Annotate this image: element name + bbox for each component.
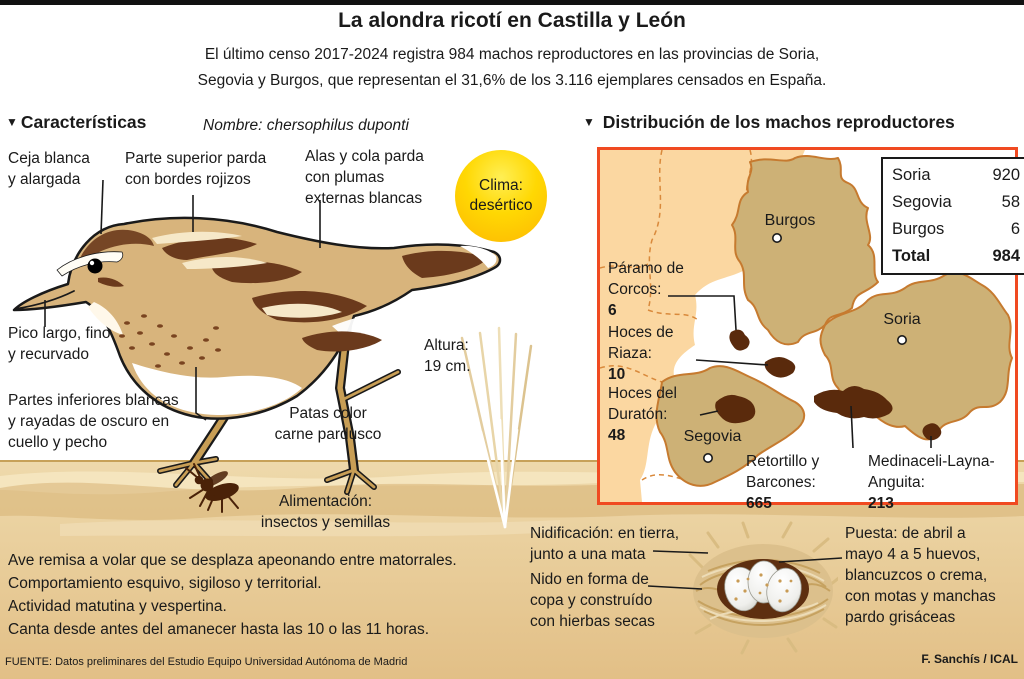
province-segovia — [655, 365, 806, 487]
insect-icon — [185, 463, 239, 513]
city-markers — [703, 233, 907, 463]
intro-line-2: Segovia y Burgos, que representan el 31,… — [197, 72, 827, 89]
label-pico: Pico largo, fino y recurvado — [8, 325, 111, 363]
colony-medinaceli: Medinaceli-Layna- Anguita: 213 — [868, 453, 995, 512]
section-distribucion: ▼ Distribución de los machos reproductor… — [583, 112, 955, 132]
bird-highlights — [152, 231, 342, 318]
source-credit: FUENTE: Datos preliminares del Estudio E… — [5, 656, 408, 668]
bird-belly — [132, 363, 302, 415]
province-burgos — [731, 155, 879, 346]
label-altura: Altura: 19 cm. — [424, 337, 471, 375]
soria-marker — [896, 335, 907, 346]
bird-speckles — [119, 314, 221, 368]
scientific-name: Nombre: chersophilus duponti — [203, 117, 409, 134]
colony-retortillo: Retortillo y Barcones: 665 — [746, 453, 820, 512]
bird-eye — [87, 258, 103, 274]
section-marker-icon: ▼ — [583, 115, 595, 129]
intro-text: El último censo 2017-2024 registra 984 m… — [0, 42, 1024, 94]
page-title: La alondra ricotí en Castilla y León — [338, 9, 686, 32]
map-pointer-lines — [668, 295, 932, 449]
intro-line-1: El último censo 2017-2024 registra 984 m… — [204, 46, 820, 63]
bird-throat — [88, 302, 123, 335]
burgos-label: Burgos — [764, 212, 816, 229]
segovia-marker — [703, 452, 714, 463]
label-patas: Patas color carne pardusco — [274, 405, 382, 443]
label-alimentacion: Alimentación: insectos y semillas — [260, 493, 391, 531]
segovia-label: Segovia — [683, 428, 742, 445]
soria-label: Soria — [883, 311, 921, 328]
bird-rear-leg — [324, 321, 401, 495]
nest-illustration — [688, 521, 838, 655]
label-nidificacion: Nidificación: en tierra, junto a una mat… — [530, 525, 680, 563]
label-alas: Alas y cola parda con plumas externas bl… — [305, 148, 424, 207]
section-marker-icon: ▼ — [6, 115, 18, 129]
label-ceja: Ceja blanca y alargada — [8, 150, 90, 188]
label-puesta: Puesta: de abril a mayo 4 a 5 huevos, bl… — [845, 525, 996, 626]
behavior-text: Ave remisa a volar que se desplaza apeon… — [8, 552, 457, 638]
label-parte-superior: Parte superior parda con bordes rojizos — [125, 150, 267, 188]
colony-corcos: Páramo de Corcos: 6 — [608, 260, 684, 319]
colony-patches — [715, 329, 942, 441]
section-caracteristicas: ▼Características — [6, 112, 147, 132]
bird-illustration — [12, 216, 502, 495]
climate-badge: Clima: desértico — [455, 150, 547, 242]
colony-duraton: Hoces del Duratón: 48 — [608, 385, 677, 444]
author-credit: F. Sanchís / ICAL — [921, 652, 1018, 666]
map-shapes — [600, 150, 1013, 502]
burgos-marker — [772, 233, 783, 244]
label-nido: Nido en forma de copa y construído con h… — [530, 571, 655, 630]
label-partes-inferiores: Partes inferiores blancas y rayadas de o… — [8, 392, 179, 451]
top-rule — [0, 0, 1024, 5]
colony-riaza: Hoces de Riaza: 10 — [608, 324, 674, 383]
